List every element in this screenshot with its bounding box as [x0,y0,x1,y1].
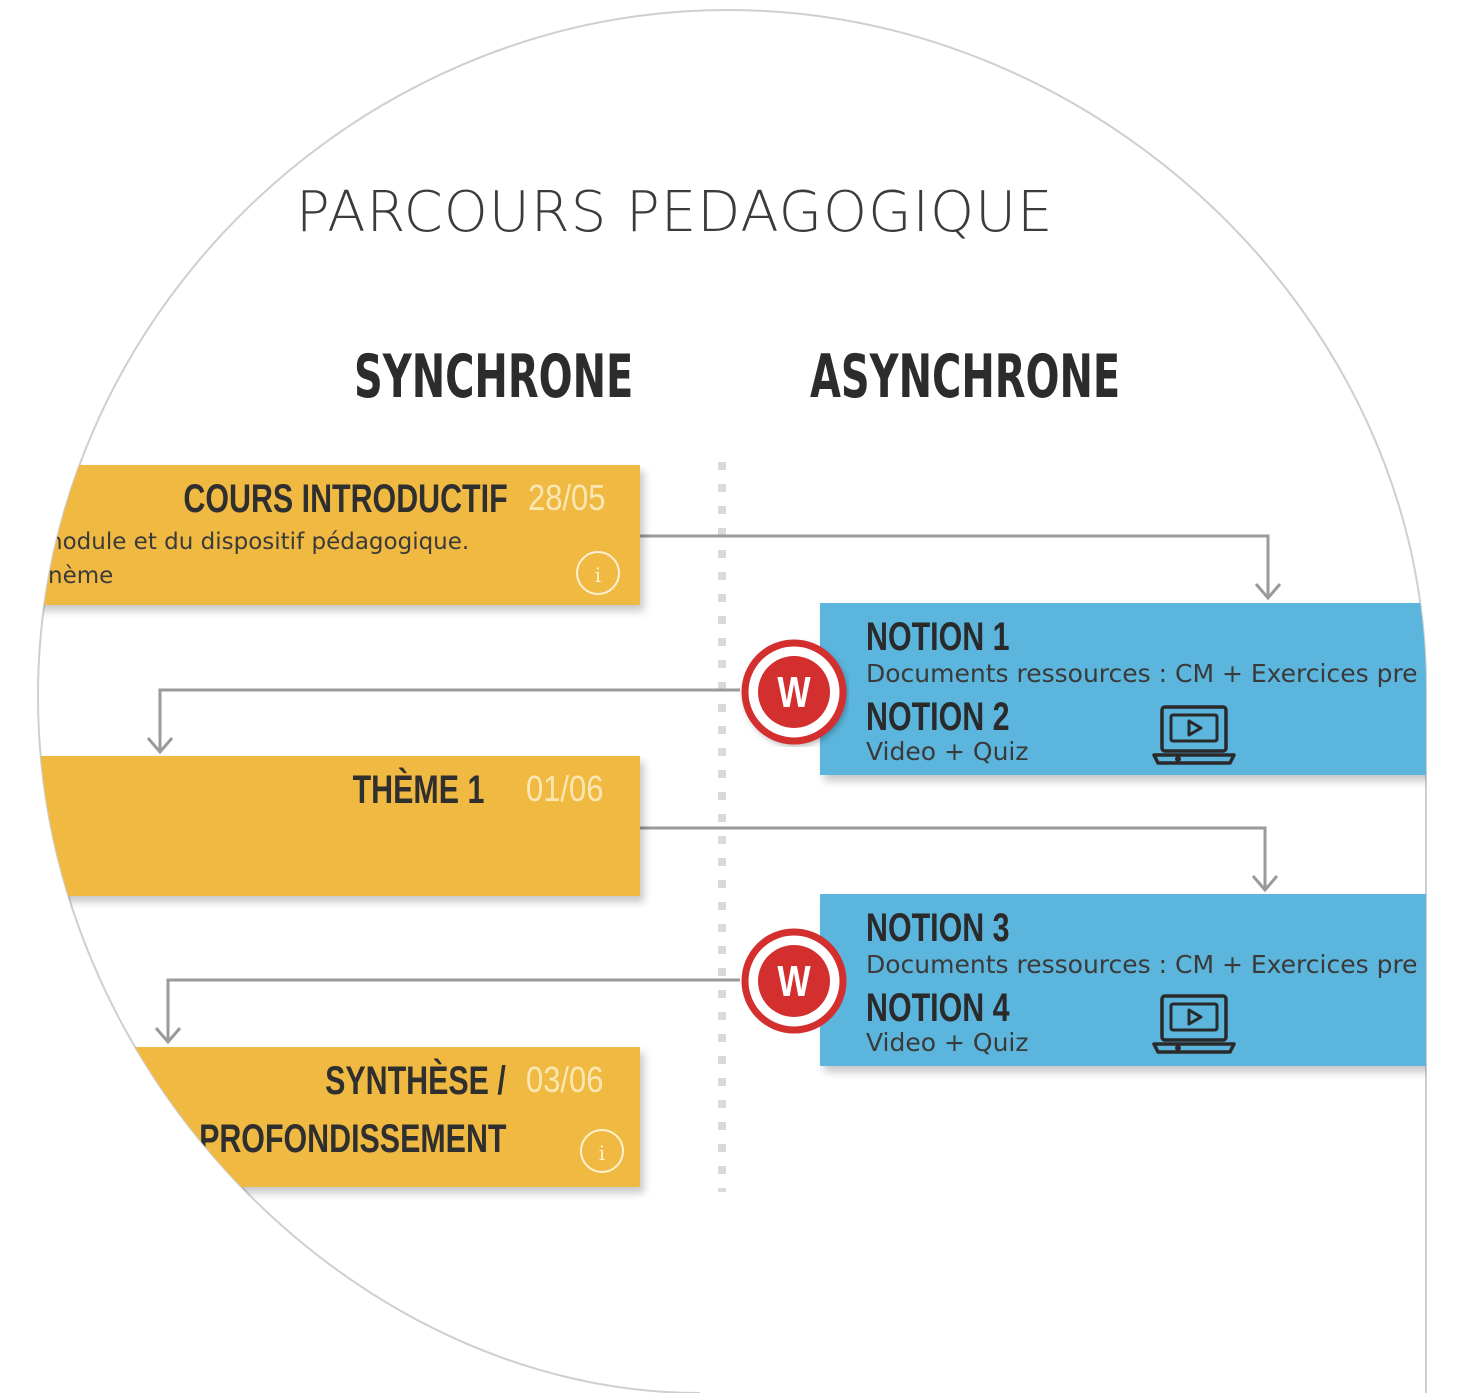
notion-docs: Documents ressources : CM + Exercices pr… [866,950,1418,979]
page-title: PARCOURS PEDAGOGIQUE [296,180,1054,245]
column-header-sync: SYNCHRONE [354,342,634,412]
badge-label: W [777,957,811,1006]
card-date: 03/06 [526,1059,604,1100]
card-title: THÈME 1 [352,768,484,812]
card-date: 01/06 [526,768,604,809]
laptop-video-icon[interactable] [1152,703,1236,767]
badge-label: W [777,668,811,717]
notion-title: NOTION 2 [866,695,1010,739]
card-cours-introductif[interactable]: COURS INTRODUCTIF 28/05 nodule et du dis… [30,465,640,605]
connector-intro-to-notion1 [640,536,1268,596]
notion-video: Video + Quiz [866,1028,1029,1057]
card-title: COURS INTRODUCTIF [183,477,508,521]
notion-video: Video + Quiz [866,737,1029,766]
connector-theme1-to-notion3 [638,828,1265,888]
card-notions-3-4[interactable]: NOTION 3 Documents ressources : CM + Exe… [820,894,1458,1066]
info-icon[interactable]: i [576,551,620,595]
card-theme-1[interactable]: THÈME 1 01/06 [30,756,640,896]
column-separator [718,462,726,1192]
card-date: 28/05 [528,477,606,518]
notion-title: NOTION 3 [866,906,1010,950]
notion-title: NOTION 1 [866,615,1010,659]
notion-docs: Documents ressources : CM + Exercices pr… [866,659,1418,688]
w-badge-icon[interactable]: W [739,637,849,747]
w-badge-icon[interactable]: W [739,926,849,1036]
column-header-async: ASYNCHRONE [810,342,1121,412]
notion-title: NOTION 4 [866,986,1010,1030]
card-desc-line1: nodule et du dispositif pédagogique. [48,529,470,555]
card-notions-1-2[interactable]: NOTION 1 Documents ressources : CM + Exe… [820,603,1458,775]
info-icon[interactable]: i [580,1129,624,1173]
connector-notion3-to-synthese [168,980,740,1040]
card-desc-line2: nème [48,563,114,589]
card-title: SYNTHÈSE / [325,1059,506,1103]
laptop-video-icon[interactable] [1152,992,1236,1056]
card-title-line2: PROFONDISSEMENT [198,1117,506,1161]
connector-notion1-to-theme1 [160,690,740,750]
card-synthese[interactable]: SYNTHÈSE / 03/06 PROFONDISSEMENT i [30,1047,640,1187]
